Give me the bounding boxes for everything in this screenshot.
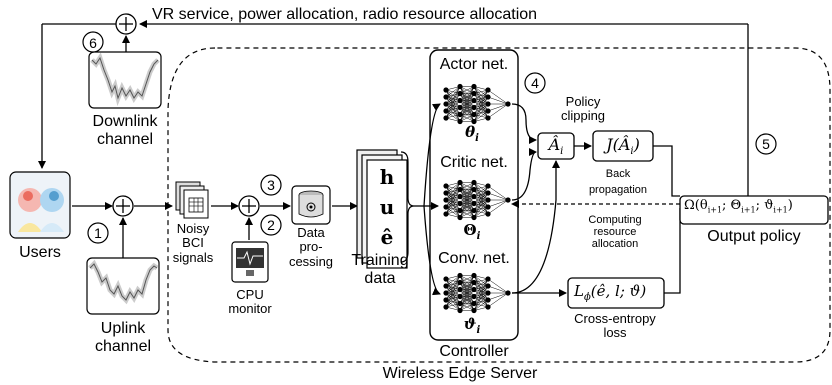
step-circle-6 bbox=[82, 31, 104, 53]
wireless-edge-server-label: Wireless Edge Server bbox=[382, 365, 538, 382]
step-circle-3 bbox=[260, 174, 282, 196]
output-policy-expression: Ω(θi+1; Θi+1; ϑi+1) bbox=[684, 198, 793, 215]
theta-i-label: θi bbox=[465, 123, 479, 144]
cpu-monitor-icon bbox=[231, 241, 269, 283]
users-icon bbox=[9, 171, 71, 239]
output-policy-label: Output policy bbox=[707, 228, 801, 245]
critic-net-icon bbox=[443, 179, 511, 221]
step-6: 6 bbox=[89, 35, 97, 51]
step-5: 5 bbox=[762, 136, 770, 152]
edge-server-boundary bbox=[167, 47, 831, 363]
controller-label: Controller bbox=[439, 343, 509, 360]
step-circle-5 bbox=[755, 133, 777, 155]
downlink-chart bbox=[88, 51, 162, 109]
actor-net-icon bbox=[443, 83, 511, 125]
uplink-chart bbox=[86, 257, 160, 315]
a-hat-label: Âi bbox=[548, 135, 564, 158]
users-label: Users bbox=[19, 244, 61, 261]
top-feedback-label: VR service, power allocation, radio reso… bbox=[152, 6, 538, 23]
actor-net-label: Actor net. bbox=[439, 56, 509, 73]
step-circle-4 bbox=[524, 72, 546, 94]
bci-signals-icon bbox=[175, 181, 209, 219]
step-3: 3 bbox=[267, 177, 275, 193]
step-4: 4 bbox=[531, 75, 539, 91]
big-theta-i-label: Θi bbox=[463, 221, 481, 242]
output-policy-box bbox=[679, 195, 829, 225]
data-processing-icon bbox=[291, 185, 331, 225]
step-1: 1 bbox=[94, 225, 102, 241]
vartheta-i-label: ϑi bbox=[463, 315, 481, 336]
neural-networks bbox=[443, 83, 511, 314]
training-data-stack bbox=[356, 149, 408, 269]
step-circle-2 bbox=[260, 214, 282, 236]
controller-box bbox=[429, 49, 519, 341]
step-2: 2 bbox=[267, 217, 275, 233]
conv-net-label: Conv. net. bbox=[438, 250, 510, 267]
j-a-hat-label: J(Âi) bbox=[606, 135, 640, 158]
critic-net-label: Critic net. bbox=[440, 154, 508, 171]
conv-net-icon bbox=[443, 272, 511, 314]
l-phi-label: Lϕ(ê, l; ϑ) bbox=[574, 282, 647, 303]
step-circle-1 bbox=[87, 222, 109, 244]
